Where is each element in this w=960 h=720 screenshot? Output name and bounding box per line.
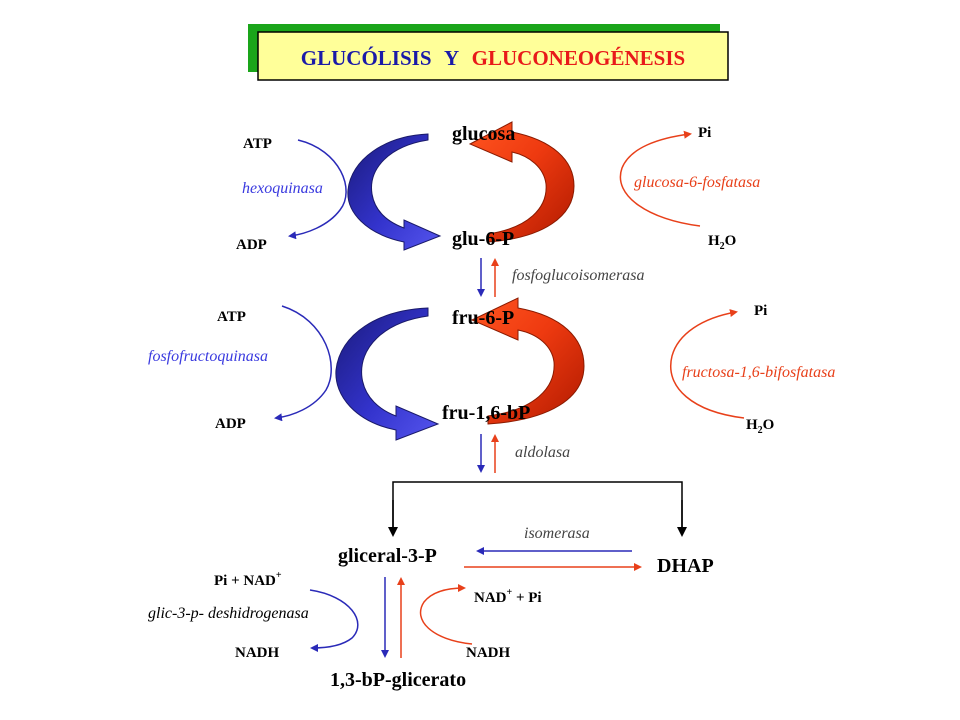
nadh-right-label: NADH <box>466 645 510 661</box>
h2o-1-sub: 2 <box>720 241 725 252</box>
fosfofructoquinasa-cofactor-arc <box>274 305 332 422</box>
glucosa-label: glucosa <box>452 123 515 145</box>
glu-6-p-label: glu-6-P <box>452 228 514 250</box>
fructosa-1-6-bifosfatasa-label: fructosa-1,6-bifosfatasa <box>682 364 835 381</box>
adp-label-1: ADP <box>236 237 267 253</box>
h2o-2-o: O <box>763 417 775 433</box>
hexoquinasa-label: hexoquinasa <box>242 180 323 197</box>
glucosa-6-fosfatasa-big-arrow <box>468 121 575 243</box>
glucosa-6-fosfatasa-cofactor-arc <box>619 130 701 227</box>
gliceral-3-p-label: gliceral-3-P <box>338 545 437 567</box>
h2o-1-h: H <box>708 233 720 249</box>
g3pdh-label: glic-3-p- deshidrogenasa <box>148 605 309 622</box>
page-title: GLUCÓLISIS Y GLUCONEOGÉNESIS <box>301 46 685 70</box>
isomerasa-label: isomerasa <box>524 525 590 542</box>
glucosa-6-fosfatasa-label: glucosa-6-fosfatasa <box>634 174 760 191</box>
atp-label-1: ATP <box>243 136 272 152</box>
title-background <box>257 31 729 81</box>
fosfofructoquinasa-label: fosfofructoquinasa <box>148 348 268 365</box>
h2o-label-2: H2O <box>746 417 774 436</box>
title-box: GLUCÓLISIS Y GLUCONEOGÉNESIS <box>248 24 729 81</box>
title-part-2: Y <box>444 46 459 70</box>
adp-label-2: ADP <box>215 416 246 432</box>
g3pdh-cofactor-arc-right <box>419 584 473 645</box>
pi-label-2: Pi <box>754 303 767 319</box>
fru-1-6-bp-label: fru-1,6-bP <box>442 402 530 424</box>
aldolasa-label: aldolasa <box>515 444 570 461</box>
fosfoglucoisomerasa-label: fosfoglucoisomerasa <box>512 267 644 284</box>
fructosa-1-6-bifosfatasa-big-arrow <box>470 297 585 425</box>
dhap-label: DHAP <box>657 555 714 577</box>
h2o-2-sub: 2 <box>758 425 763 436</box>
pi-label-1: Pi <box>698 125 711 141</box>
nadh-left-label: NADH <box>235 645 279 661</box>
fructosa-1-6-bifosfatasa-cofactor-arc <box>670 309 745 419</box>
nad-right-rest: + Pi <box>512 590 541 606</box>
nad-right-sup: + <box>507 587 513 598</box>
title-part-3: GLUCONEOGÉNESIS <box>472 46 686 70</box>
fosfofructoquinasa-big-arrow <box>335 307 440 441</box>
pi-nad-left-label: Pi + NAD+ <box>214 570 282 589</box>
title-part-1: GLUCÓLISIS <box>301 46 432 70</box>
g3pdh-cofactor-arc-left <box>309 589 359 652</box>
h2o-1-o: O <box>725 233 737 249</box>
nad-right-text: NAD <box>474 590 507 606</box>
pi-nad-left-sup: + <box>276 570 282 581</box>
hexoquinasa-big-arrow <box>347 133 442 251</box>
bp-glicerato-label: 1,3-bP-glicerato <box>330 669 466 691</box>
h2o-2-h: H <box>746 417 758 433</box>
pi-nad-left-text: Pi + NAD <box>214 573 276 589</box>
hexoquinasa-cofactor-arc <box>288 139 347 240</box>
atp-label-2: ATP <box>217 309 246 325</box>
nad-pi-right-label: NAD+ + Pi <box>474 587 542 606</box>
h2o-label-1: H2O <box>708 233 736 252</box>
fru-6-p-label: fru-6-P <box>452 307 514 329</box>
